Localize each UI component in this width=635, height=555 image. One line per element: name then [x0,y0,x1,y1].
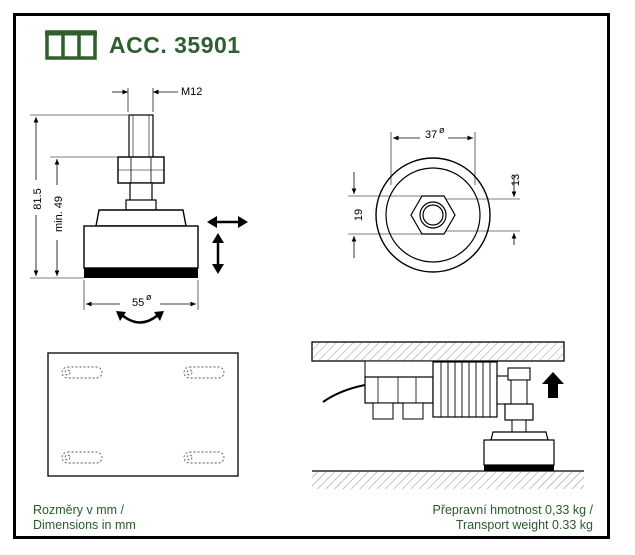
vertical-move-arrow-icon [212,233,224,274]
weight-note-line2: Transport weight 0.33 kg [455,518,593,532]
height-total-label: 81.5 [32,188,44,209]
dim-left-label: 19 [353,209,365,221]
outer-diameter-label: 37 [425,129,437,141]
slot-bottom-right [183,451,225,464]
base-cap [95,209,187,227]
slot-top-right [183,366,225,379]
dimensions-note-line2: Dimensions in mm [33,518,136,532]
foot-base [483,439,555,466]
weight-note: Přepravní hmotnost 0,33 kg / Transport w… [432,503,593,533]
foot-nut [504,403,534,421]
slot-bottom-left [61,451,103,464]
load-cell-block [364,376,434,404]
washer [125,199,157,211]
outer-diameter-symbol: ø [439,125,445,135]
diameter-symbol: ø [146,292,152,302]
horizontal-move-arrow-icon [207,216,248,228]
threaded-stud [128,114,154,161]
bellows-load-cell [432,361,498,418]
header: ACC. 35901 [45,30,241,60]
base-body [83,225,199,269]
thread-label: M12 [181,86,202,98]
plate-view [47,352,239,477]
height-min-label: min. 49 [53,196,65,232]
rubber-pad [84,268,198,278]
top-view: 37 ø 13 19 [348,125,522,273]
page-title: ACC. 35901 [109,31,241,58]
dim-right-label: 13 [510,174,522,186]
base-diameter-label: 55 [132,297,144,309]
cable [322,384,366,403]
lift-arrow-icon [542,372,564,398]
dimensions-note-line1: Rozměry v mm / [33,503,124,517]
slot-top-left [61,366,103,379]
assembly-view [311,341,584,489]
rotate-arrow-icon [121,314,159,324]
mounting-plate [47,352,239,477]
brand-logo-icon [45,30,97,60]
weight-note-line1: Přepravní hmotnost 0,33 kg / [432,503,593,517]
side-view: M12 81.5 min. 49 55 ø [30,86,248,324]
dimensions-note: Rozměry v mm / Dimensions in mm [33,503,136,533]
